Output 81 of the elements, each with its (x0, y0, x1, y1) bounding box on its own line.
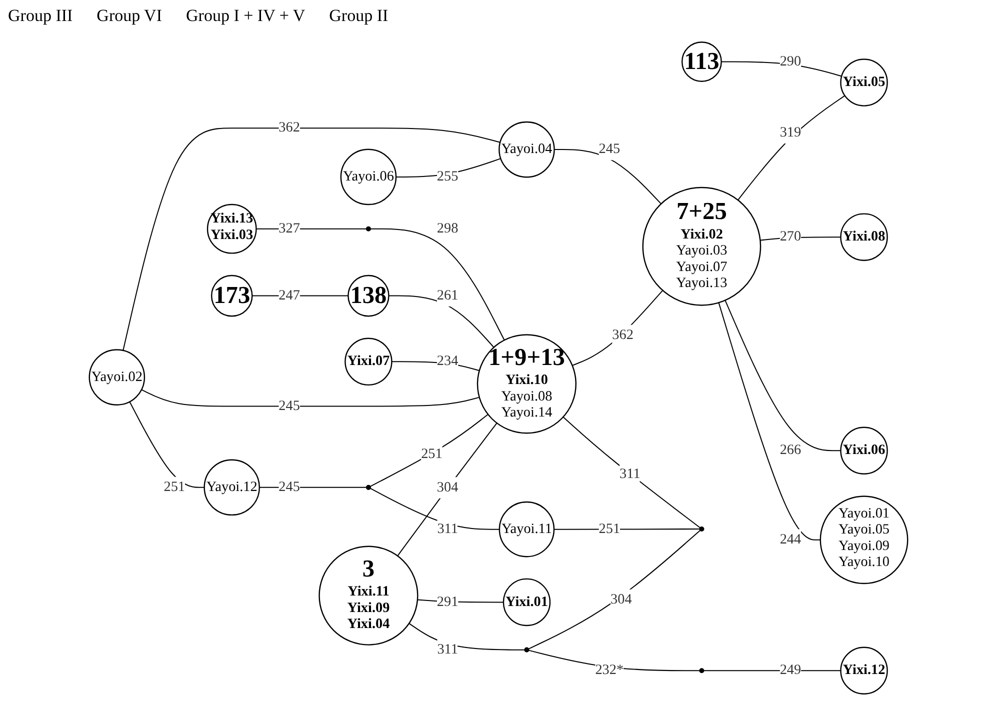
group-label: Group I + IV + V (186, 6, 306, 26)
connector (562, 416, 700, 528)
node-circle: Yixi.07 (344, 338, 392, 386)
edge-label: 234 (436, 354, 458, 370)
node-circle (366, 226, 371, 232)
connector (408, 623, 525, 650)
node-circle: 173 (210, 274, 253, 317)
node-circle (524, 647, 530, 652)
node-circle (699, 526, 704, 532)
connector (738, 95, 846, 200)
connector (256, 228, 366, 230)
edge-label: 304 (436, 480, 458, 496)
connector (554, 149, 662, 204)
connector (370, 414, 488, 487)
connector (396, 158, 501, 178)
connector (370, 228, 505, 340)
node-circle: Yayoi.06 (340, 148, 397, 206)
connector (572, 290, 664, 366)
node-circle: Yayoi.02 (88, 349, 146, 406)
edge-label: 362 (278, 120, 300, 136)
node-circle: 3 Yixi.11 Yixi.09 Yixi.04 (318, 546, 418, 646)
connector (122, 128, 500, 351)
edge-label: 304 (610, 592, 632, 608)
connector (528, 530, 701, 650)
node-circle: Yixi.12 (840, 646, 888, 694)
group-label: Group III (8, 6, 73, 26)
edge-label: 298 (436, 221, 458, 236)
node-circle (699, 668, 704, 674)
node-circle (366, 484, 371, 490)
connector (370, 488, 500, 530)
node-circle: Yayoi.11 (498, 501, 555, 558)
edge-label: 251 (164, 480, 186, 496)
edge-label: 362 (612, 328, 634, 344)
connector (141, 389, 480, 407)
connector (721, 61, 842, 77)
edge-label: 244 (780, 532, 802, 548)
connector (129, 402, 204, 488)
connector (760, 236, 841, 241)
node-circle: 7+25 Yixi.02 Yayoi.03 Yayoi.07 Yayoi.13 (642, 186, 762, 306)
node-circle: 1+9+13 Yixi.10 Yayoi.08 Yayoi.14 (476, 334, 577, 434)
edge-label: 311 (437, 642, 458, 658)
connector (388, 295, 494, 348)
connector (724, 300, 841, 452)
connector (704, 670, 841, 672)
edge-label: 311 (620, 466, 640, 482)
node-circle: Yixi.05 (840, 58, 888, 106)
connector (252, 295, 348, 296)
connector (259, 486, 366, 488)
node-circle: Yayoi.12 (204, 459, 260, 516)
edge-label: 251 (421, 446, 442, 462)
edge-label: 245 (278, 480, 300, 496)
node-circle: Yixi.06 (840, 426, 888, 474)
edge-label: 290 (780, 54, 802, 70)
node-circle: Yixi.01 (502, 578, 551, 626)
node-circle: 138 (348, 274, 390, 317)
connector (554, 528, 700, 530)
edge-label: 255 (436, 169, 458, 185)
edge-label: 247 (278, 288, 300, 304)
connector (397, 422, 498, 556)
edge-label: 327 (278, 221, 300, 236)
edge-label: 291 (436, 594, 458, 610)
edge-label: 270 (780, 229, 802, 245)
group-label: Group II (329, 6, 388, 26)
node-circle: Yixi.08 (840, 213, 888, 261)
edge-label: 266 (780, 443, 802, 458)
connector (417, 599, 504, 603)
edge-label: 249 (780, 663, 802, 678)
group-label: Group VI (96, 6, 162, 26)
edge-label: 261 (436, 288, 458, 304)
edge-label: 319 (780, 125, 802, 141)
connector (392, 361, 480, 372)
edge-label: 245 (278, 398, 300, 414)
node-circle: Yayoi.04 (498, 121, 555, 178)
edge-label: 251 (598, 522, 620, 537)
edge-label: 245 (598, 142, 620, 158)
edge-label: 311 (437, 522, 458, 537)
edge-label: 232* (595, 663, 624, 678)
connector (718, 302, 820, 540)
node-circle: Yixi.13 Yixi.03 (206, 204, 257, 254)
node-circle: 113 (681, 42, 722, 82)
node-circle: Yayoi.01 Yayoi.05 Yayoi.09 Yayoi.10 (820, 496, 908, 584)
